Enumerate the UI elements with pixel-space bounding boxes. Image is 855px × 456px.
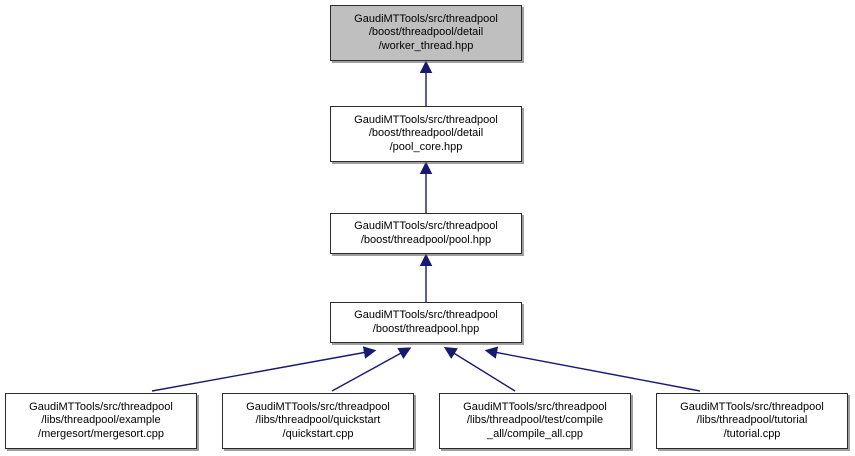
node-tutorial-cpp[interactable]: GaudiMTTools/src/threadpool /libs/thread… <box>656 393 848 449</box>
node-label-line: /libs/threadpool/quickstart <box>255 414 381 427</box>
node-threadpool-hpp[interactable]: GaudiMTTools/src/threadpool /boost/threa… <box>330 302 522 343</box>
node-label-line: /boost/threadpool/detail <box>368 26 484 39</box>
node-label-line: GaudiMTTools/src/threadpool <box>463 400 607 413</box>
edge-mergesort-threadpool <box>151 346 377 392</box>
node-label-line: GaudiMTTools/src/threadpool <box>354 220 498 232</box>
node-label-line: /boost/threadpool/detail <box>368 127 484 140</box>
node-worker-thread-hpp[interactable]: GaudiMTTools/src/threadpool /boost/threa… <box>330 5 522 61</box>
edge-quickstart-threadpool <box>331 347 412 392</box>
node-compile-all-cpp[interactable]: GaudiMTTools/src/threadpool /libs/thread… <box>439 393 631 449</box>
node-label-line: /mergesort/mergesort.cpp <box>38 427 164 440</box>
node-quickstart-cpp[interactable]: GaudiMTTools/src/threadpool /libs/thread… <box>222 393 414 449</box>
node-label-line: GaudiMTTools/src/threadpool <box>354 12 498 25</box>
node-label-line: GaudiMTTools/src/threadpool <box>246 400 390 413</box>
node-label-line: /boost/threadpool/pool.hpp <box>360 233 492 246</box>
edge-tutorial-threadpool <box>484 346 701 392</box>
node-label-line: _all/compile_all.cpp <box>487 427 583 440</box>
node-label-line: GaudiMTTools/src/threadpool <box>680 400 824 413</box>
node-label-line: /quickstart.cpp <box>282 427 354 440</box>
edge-compile_all-threadpool <box>443 346 516 392</box>
node-label-line: GaudiMTTools/src/threadpool <box>354 113 498 126</box>
node-label-line: GaudiMTTools/src/threadpool <box>29 400 173 413</box>
node-label-line: GaudiMTTools/src/threadpool <box>354 309 498 321</box>
node-pool-core-hpp[interactable]: GaudiMTTools/src/threadpool /boost/threa… <box>330 106 522 162</box>
node-label-line: /worker_thread.hpp <box>378 39 474 52</box>
node-label-line: /libs/threadpool/tutorial <box>696 414 808 427</box>
node-label-line: /boost/threadpool.hpp <box>372 322 480 335</box>
node-label-line: /libs/threadpool/example <box>41 414 161 427</box>
node-label-line: /libs/threadpool/test/compile <box>466 414 604 427</box>
node-label-line: /tutorial.cpp <box>723 427 781 440</box>
node-mergesort-cpp[interactable]: GaudiMTTools/src/threadpool /libs/thread… <box>5 393 197 449</box>
node-pool-hpp[interactable]: GaudiMTTools/src/threadpool /boost/threa… <box>330 213 522 254</box>
node-label-line: /pool_core.hpp <box>389 140 463 153</box>
